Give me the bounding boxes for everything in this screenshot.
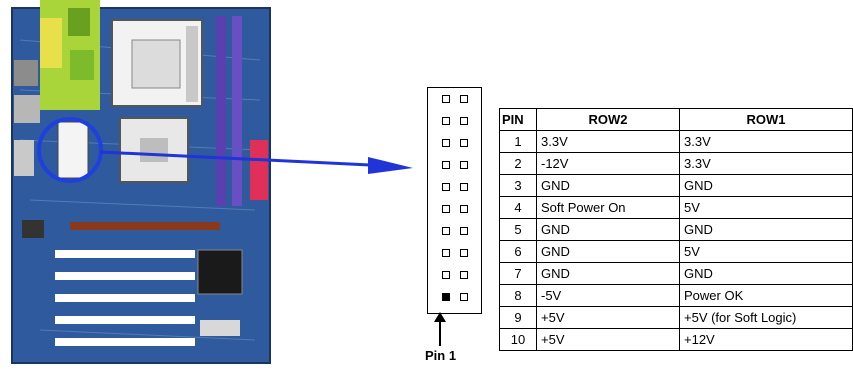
pin-pair (428, 133, 481, 155)
pin-pair (428, 265, 481, 287)
row1-signal: 3.3V (679, 130, 853, 153)
pin-square (442, 139, 450, 147)
motherboard-image (0, 0, 280, 372)
dimm-slot (216, 16, 226, 206)
motherboard-illustration (11, 0, 271, 364)
power-connector-diagram (427, 87, 482, 314)
pin-pair (428, 199, 481, 221)
agp-slot (70, 222, 220, 230)
pin1-label: Pin 1 (425, 348, 457, 363)
table-row: 9+5V+5V (for Soft Logic) (499, 306, 853, 329)
row1-signal: +5V (for Soft Logic) (679, 306, 853, 329)
pin-square (442, 271, 450, 279)
pin1-arrow-icon (434, 312, 446, 346)
row2-signal: +5V (536, 306, 680, 329)
row2-signal: 3.3V (536, 130, 680, 153)
header-row2: ROW2 (536, 108, 680, 131)
pin-square (460, 249, 468, 257)
row1-signal: 3.3V (679, 152, 853, 175)
pin-pair (428, 287, 481, 309)
pin-square (460, 183, 468, 191)
table-row: 10+5V+12V (499, 328, 853, 351)
row2-signal: Soft Power On (536, 196, 680, 219)
pin-pair (428, 155, 481, 177)
pci-slot (55, 250, 195, 258)
pin-number: 3 (499, 174, 537, 197)
row1-signal: GND (679, 262, 853, 285)
pin-square (442, 161, 450, 169)
pin-square (442, 227, 450, 235)
pin-pair (428, 177, 481, 199)
pin-pair (428, 111, 481, 133)
pin-1-square (442, 293, 450, 301)
pin-pair (428, 221, 481, 243)
pin-number: 4 (499, 196, 537, 219)
pin-square (460, 227, 468, 235)
pin-square (442, 205, 450, 213)
row2-signal: GND (536, 262, 680, 285)
pin-number: 5 (499, 218, 537, 241)
pin-square (460, 161, 468, 169)
row2-signal: +5V (536, 328, 680, 351)
header-pin: PIN (499, 108, 537, 131)
pin-pair (428, 243, 481, 265)
pin-number: 1 (499, 130, 537, 153)
pin-square (460, 139, 468, 147)
table-header-row: PIN ROW2 ROW1 (499, 108, 853, 131)
pin-number: 6 (499, 240, 537, 263)
pin-square (460, 95, 468, 103)
pin-square (442, 249, 450, 257)
row1-signal: 5V (679, 196, 853, 219)
row1-signal: +12V (679, 328, 853, 351)
pin-square (460, 117, 468, 125)
row2-signal: -12V (536, 152, 680, 175)
pin-square (460, 205, 468, 213)
row1-signal: Power OK (679, 284, 853, 307)
row1-signal: 5V (679, 240, 853, 263)
pin-number: 7 (499, 262, 537, 285)
row1-signal: GND (679, 218, 853, 241)
atx-connector (57, 121, 89, 179)
pin-number: 2 (499, 152, 537, 175)
row2-signal: GND (536, 240, 680, 263)
row2-signal: -5V (536, 284, 680, 307)
pin-number: 8 (499, 284, 537, 307)
pin-square (442, 183, 450, 191)
southbridge (197, 249, 243, 295)
row2-signal: GND (536, 218, 680, 241)
pin-square (442, 117, 450, 125)
pin-square (442, 95, 450, 103)
pin-number: 9 (499, 306, 537, 329)
row2-signal: GND (536, 174, 680, 197)
pin-square (460, 271, 468, 279)
pin-square (460, 293, 468, 301)
pin-number: 10 (499, 328, 537, 351)
header-row1: ROW1 (679, 108, 853, 131)
row1-signal: GND (679, 174, 853, 197)
pin-pair (428, 89, 481, 111)
highlight-circle (37, 117, 103, 183)
